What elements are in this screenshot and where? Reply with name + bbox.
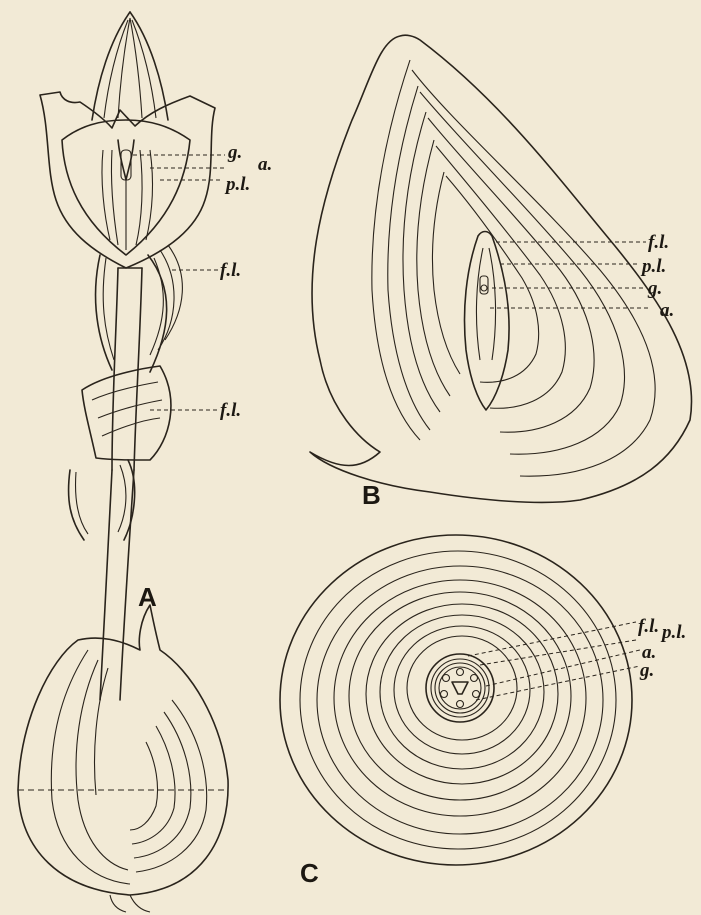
figure-a-letter: A [138,582,157,612]
figure-b-label-fl: f.l. [648,232,669,253]
figure-a-label-fl-1: f.l. [220,260,241,281]
figure-c-label-fl: f.l. [638,616,659,637]
figure-c-concentric-rings [280,535,632,865]
figure-a-label-g: g. [227,142,242,163]
figure-b: B f.l. p.l. g. a. [310,35,692,510]
figure-c-label-pl: p.l. [660,622,686,643]
figure-b-bud [465,232,510,411]
figure-a-label-fl-2: f.l. [220,400,241,421]
figure-c: C f.l. p.l. a. g. [280,535,686,888]
figure-b-label-g: g. [647,278,662,299]
figure-b-concentric-scales [372,60,655,476]
figure-c-label-g: g. [639,660,654,681]
figure-a-label-a: a. [258,154,272,175]
figure-b-letter: B [362,480,381,510]
figure-a-foliage-leaves [69,245,183,540]
figure-b-label-pl: p.l. [640,256,666,277]
figure-a-label-pl: p.l. [224,174,250,195]
figure-a-perianth-top [92,12,168,120]
figure-a: A g. a. p.l. f.l. f.l. [18,12,272,912]
figure-c-letter: C [300,858,319,888]
figure-b-label-a: a. [660,300,674,321]
